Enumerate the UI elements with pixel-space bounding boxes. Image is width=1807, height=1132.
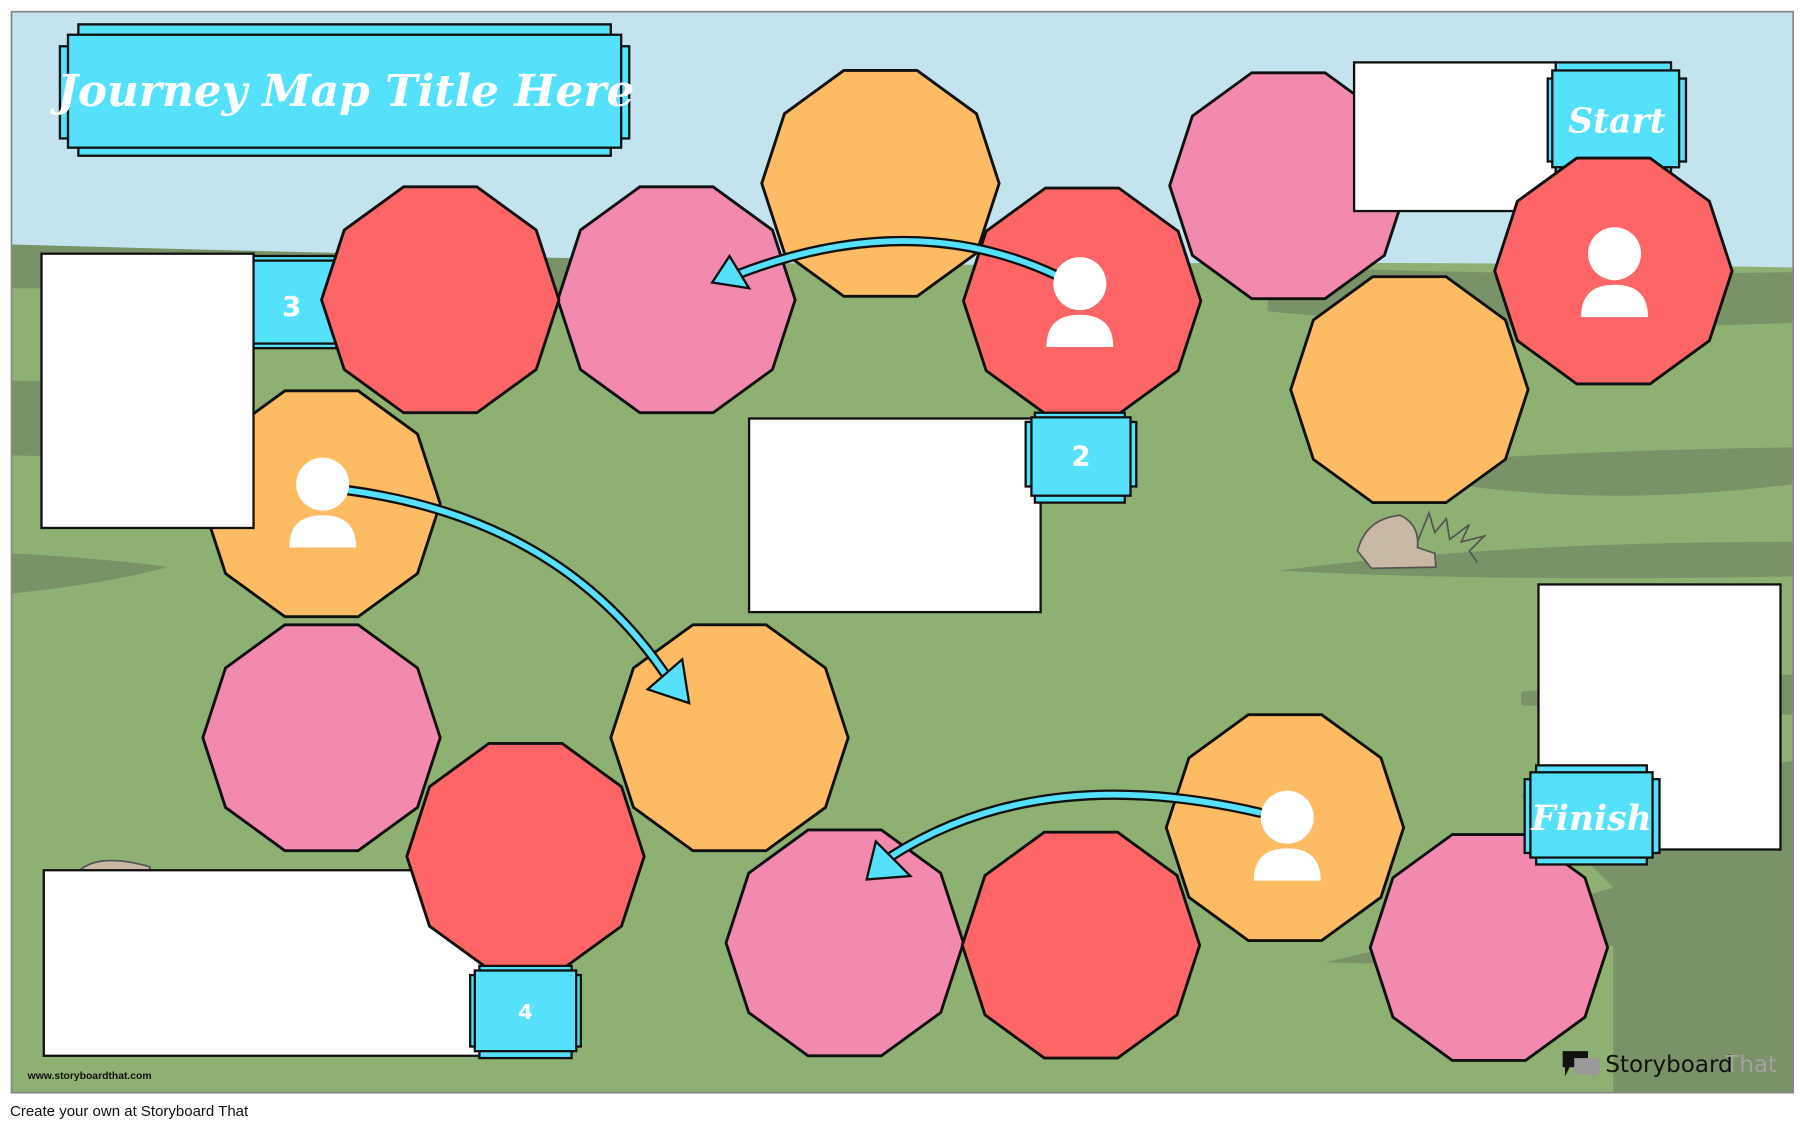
journey-step-decagon-orange[interactable] bbox=[1289, 275, 1530, 505]
step-number: 4 bbox=[518, 1000, 532, 1024]
step-number: 2 bbox=[1071, 440, 1090, 473]
rock-icon bbox=[1356, 510, 1488, 570]
journey-step-decagon-red[interactable] bbox=[405, 742, 646, 971]
grass-band bbox=[11, 553, 168, 594]
journey-step-decagon-pink[interactable] bbox=[201, 623, 442, 853]
title-banner[interactable]: Journey Map Title Here bbox=[50, 23, 634, 157]
grass-band bbox=[1429, 447, 1794, 496]
grass-band bbox=[1279, 541, 1794, 579]
person-icon bbox=[289, 457, 357, 548]
person-layer bbox=[289, 227, 1648, 881]
finish-sign[interactable]: Finish bbox=[1523, 764, 1661, 866]
storyboardthat-logo: Storyboard That bbox=[1562, 1051, 1777, 1079]
person-icon bbox=[1581, 227, 1648, 318]
logo-text-storyboard: Storyboard bbox=[1605, 1052, 1732, 1078]
speech-bubble-icon bbox=[1574, 1058, 1600, 1079]
map-title: Journey Map Title Here bbox=[50, 66, 634, 117]
text-box-start[interactable] bbox=[1352, 61, 1557, 213]
journey-step-decagon-pink[interactable] bbox=[1368, 833, 1610, 1062]
start-label: Start bbox=[1568, 102, 1666, 142]
step-label-2[interactable]: 2 bbox=[1024, 411, 1138, 504]
journey-step-decagon-red[interactable] bbox=[960, 830, 1202, 1060]
journey-step-decagon-pink[interactable] bbox=[556, 185, 797, 415]
step-label-4[interactable]: 4 bbox=[469, 964, 582, 1060]
journey-step-decagon-pink[interactable] bbox=[724, 828, 965, 1058]
step-number: 3 bbox=[282, 290, 301, 323]
person-icon bbox=[1046, 257, 1114, 348]
text-box-step-2[interactable] bbox=[747, 417, 1042, 614]
person-icon bbox=[1253, 790, 1321, 881]
journey-step-decagon-red[interactable] bbox=[320, 185, 561, 415]
watermark-url: www.storyboardthat.com bbox=[27, 1071, 152, 1082]
start-sign[interactable]: Start bbox=[1546, 61, 1688, 175]
journey-step-decagon-orange[interactable] bbox=[609, 623, 850, 853]
text-box-step-3[interactable] bbox=[40, 252, 255, 530]
board-frame bbox=[10, 10, 1795, 1094]
logo-text-that: That bbox=[1724, 1052, 1777, 1078]
decagon-layer-front bbox=[201, 623, 1610, 1062]
curved-arrow bbox=[710, 235, 1060, 290]
journey-step-decagon-orange[interactable] bbox=[760, 69, 1001, 298]
curved-arrow bbox=[865, 789, 1265, 881]
arrow-layer bbox=[340, 235, 1265, 881]
journey-step-decagon-pink[interactable] bbox=[1168, 71, 1409, 301]
curved-arrow bbox=[340, 484, 691, 705]
finish-label: Finish bbox=[1530, 799, 1652, 839]
footer-caption: Create your own at Storyboard That bbox=[10, 1103, 249, 1120]
